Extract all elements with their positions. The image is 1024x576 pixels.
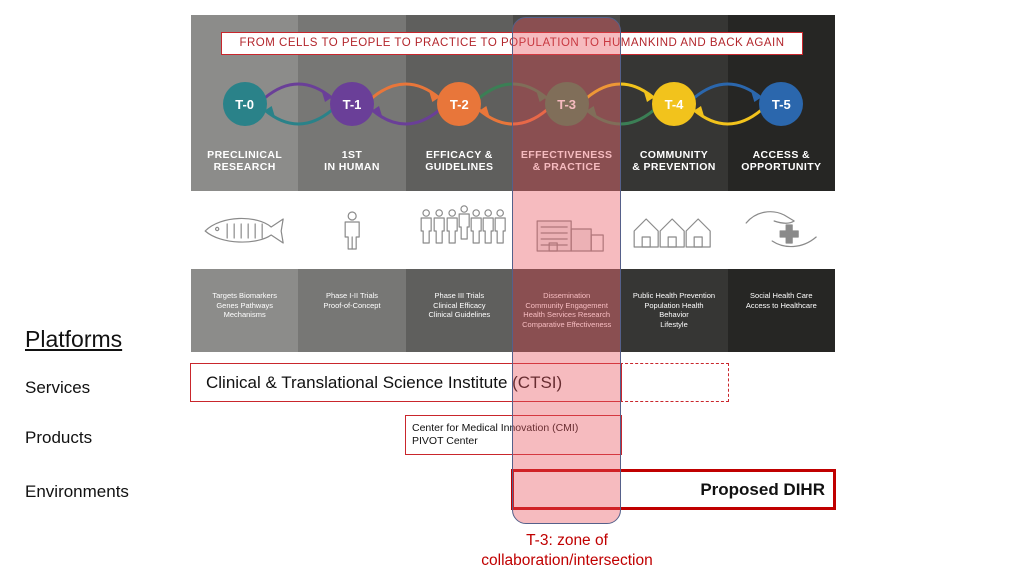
- stage-circle-t-0: T-0: [222, 82, 267, 126]
- stage-icon-band: [727, 191, 835, 269]
- stage-description: Phase III Trials Clinical Efficacy Clini…: [428, 291, 491, 319]
- arrowhead-icon: [373, 106, 382, 116]
- person-icon: [344, 211, 361, 250]
- stage-description: Social Health Care Access to Healthcare: [745, 291, 817, 310]
- stage-description: Dissemination Community Engagement Healt…: [522, 291, 612, 329]
- products-label: Products: [25, 428, 93, 447]
- forward-arc: [371, 82, 441, 100]
- arrowhead-icon: [536, 92, 546, 102]
- stage-title: PRECLINICAL RESEARCH: [207, 149, 283, 173]
- stage-description-band: Phase I-II Trials Proof-of-Concept: [298, 269, 406, 352]
- arrowhead-icon: [480, 106, 490, 116]
- houses-icon: [633, 218, 712, 248]
- return-arc: [585, 108, 655, 126]
- ctsi-dashed-extension: [620, 363, 729, 402]
- arrowhead-icon: [751, 92, 761, 102]
- stage-description-band: Dissemination Community Engagement Healt…: [513, 269, 621, 352]
- hands-cross-icon: [745, 211, 817, 248]
- stage-icon-band: [405, 191, 513, 269]
- return-arc: [371, 108, 441, 126]
- arrowhead-icon: [429, 92, 439, 102]
- return-arc: [263, 108, 333, 126]
- stage-circle-t-4: T-4: [652, 82, 696, 126]
- stage-title: EFFICACY & GUIDELINES: [425, 149, 494, 173]
- stage-icon-band: [191, 191, 299, 269]
- cmi-pivot-box: Center for Medical Innovation (CMI) PIVO…: [405, 415, 622, 455]
- fish-icon: [204, 217, 284, 244]
- arrowhead-icon: [644, 92, 653, 102]
- stage-description: Targets Biomarkers Genes Pathways Mechan…: [212, 291, 277, 319]
- stage-description-band: Phase III Trials Clinical Efficacy Clini…: [405, 269, 513, 352]
- platforms-title: Platforms: [25, 326, 123, 352]
- building-icon: [536, 220, 604, 252]
- stage-title: COMMUNITY & PREVENTION: [632, 149, 716, 173]
- stage-title: EFFECTIVENESS & PRACTICE: [520, 149, 613, 173]
- translation-arrows: [263, 82, 763, 126]
- stage-circle-t-5: T-5: [759, 82, 804, 126]
- cmi-line: Center for Medical Innovation (CMI): [412, 422, 579, 434]
- translational-spectrum: PRECLINICAL RESEARCH Targets Biomarkers G…: [191, 15, 835, 352]
- arrowhead-icon: [322, 92, 331, 102]
- forward-arc: [585, 82, 655, 100]
- services-label: Services: [25, 378, 91, 397]
- stage-icon-band: [298, 191, 406, 269]
- dihr-box: Proposed DIHR: [511, 469, 836, 510]
- pivot-line: PIVOT Center: [412, 434, 478, 447]
- t3-caption: T-3: zone of collaboration/intersection: [481, 532, 653, 569]
- forward-arc: [263, 82, 333, 100]
- stage-title: ACCESS & OPPORTUNITY: [741, 149, 822, 173]
- ctsi-box: Clinical & Translational Science Institu…: [190, 363, 622, 402]
- arrowhead-icon: [265, 106, 275, 116]
- stage-description-band: Public Health Prevention Population Heal…: [620, 269, 728, 352]
- stage-icon-band: [620, 191, 728, 269]
- stage-circle-t-2: T-2: [437, 82, 482, 126]
- return-arc: [693, 108, 763, 126]
- stage-description: Public Health Prevention Population Heal…: [632, 291, 716, 329]
- stage-title: 1ST IN HUMAN: [324, 149, 380, 173]
- arrowhead-icon: [695, 106, 704, 116]
- stage-description-band: Social Health Care Access to Healthcare: [727, 269, 835, 352]
- forward-arc: [693, 82, 763, 100]
- return-arc: [478, 108, 548, 126]
- forward-arc: [478, 82, 548, 100]
- arrowhead-icon: [587, 106, 597, 116]
- spectrum-banner: FROM CELLS TO PEOPLE TO PRACTICE TO POPU…: [221, 32, 803, 55]
- group-icon: [420, 205, 506, 244]
- stage-icon-band: [513, 191, 621, 269]
- stage-description: Phase I-II Trials Proof-of-Concept: [323, 291, 381, 310]
- stage-description-band: Targets Biomarkers Genes Pathways Mechan…: [191, 269, 299, 352]
- environments-label: Environments: [25, 482, 129, 501]
- stage-circle-t-3: T-3: [544, 82, 589, 126]
- stage-circle-t-1: T-1: [330, 82, 374, 126]
